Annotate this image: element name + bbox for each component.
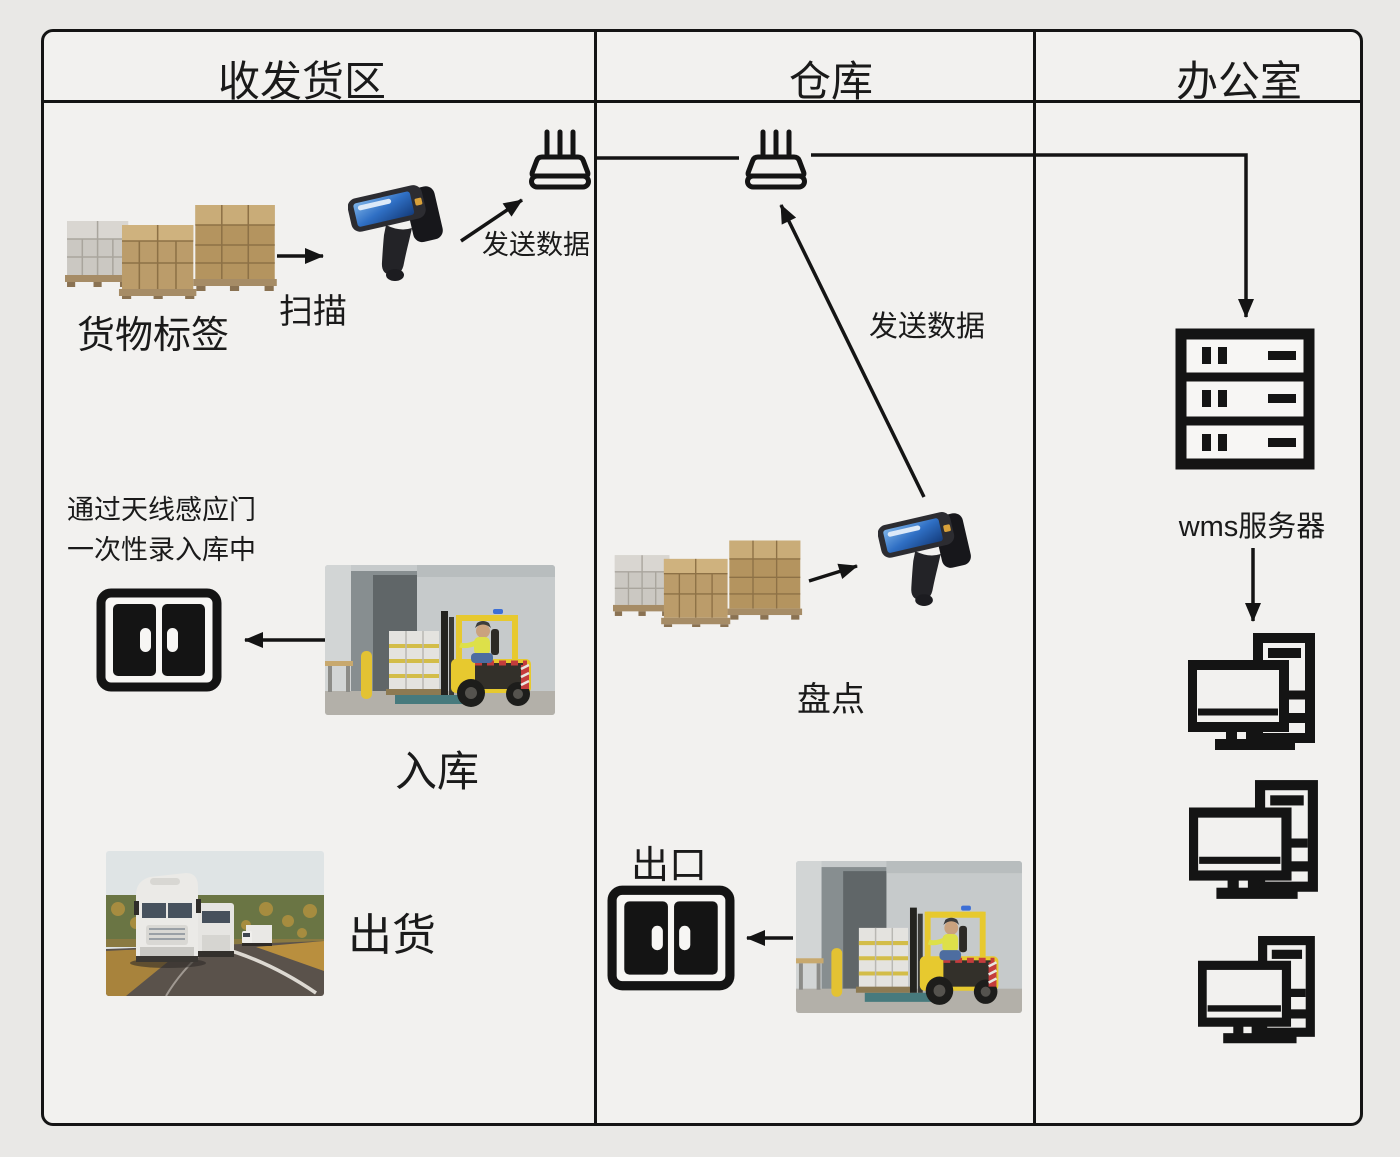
wms-server-label: wms服务器	[1178, 511, 1326, 543]
diagram-frame: 收发货区 仓库 办公室	[41, 29, 1363, 1126]
cargo-tags-label: 货物标签	[77, 315, 230, 357]
outbound-label: 出货	[348, 911, 436, 960]
desktop-computer-icon	[1189, 780, 1318, 899]
rfid-scanner-illustration	[878, 512, 971, 606]
send-data-label-left: 发送数据	[482, 230, 590, 260]
exit-label: 出口	[630, 845, 708, 887]
header-divider	[44, 100, 1360, 103]
forklift-photo	[796, 861, 1022, 1013]
antenna-note-line2: 一次性录入库中	[67, 535, 256, 565]
wifi-router-icon	[529, 129, 591, 190]
server-rack-icon	[1175, 328, 1315, 470]
arrow-pallet-to-scanner-mid	[808, 563, 858, 583]
arrow-router-to-server	[811, 153, 1254, 318]
arrow-scanner-to-router-mid	[779, 204, 926, 498]
rfid-scanner-illustration	[348, 185, 443, 281]
forklift-photo	[325, 565, 555, 715]
arrow-scanner-to-router-left	[460, 198, 523, 243]
double-door-icon	[607, 885, 735, 991]
desktop-computer-icon	[1188, 633, 1315, 750]
column-divider-2	[1033, 32, 1036, 1123]
pallet-stack-illustration	[65, 205, 277, 299]
trucks-photo	[106, 851, 324, 996]
column-header-warehouse: 仓库	[788, 58, 874, 105]
pallet-stack-illustration	[613, 540, 803, 627]
stocktake-label: 盘点	[797, 681, 865, 719]
antenna-note-line1: 通过天线感应门	[67, 495, 256, 525]
inbound-label: 入库	[394, 748, 480, 795]
connector-lines	[244, 153, 1261, 946]
desktop-computer-icon	[1198, 936, 1315, 1044]
send-data-label-mid: 发送数据	[869, 311, 986, 343]
column-header-shipping-area: 收发货区	[217, 58, 387, 105]
double-door-icon	[96, 588, 222, 692]
column-header-office: 办公室	[1175, 58, 1303, 105]
column-divider-1	[594, 32, 597, 1123]
scan-label: 扫描	[279, 293, 347, 331]
wifi-router-icon	[745, 129, 807, 190]
